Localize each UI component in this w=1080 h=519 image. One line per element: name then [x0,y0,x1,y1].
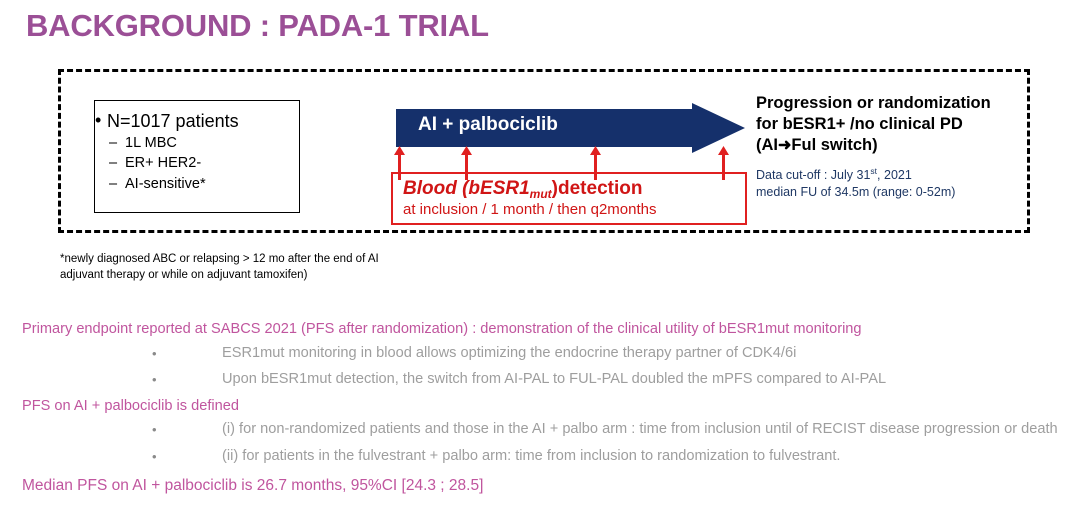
outcome-heading-line-1: Progression or randomization [756,94,991,112]
population-count: N=1017 patients [107,111,239,131]
population-main-bullet: • N=1017 patients [95,110,299,133]
median-followup-line: median FU of 34.5m (range: 0-52m) [756,184,956,199]
primary-endpoint-heading: Primary endpoint reported at SABCS 2021 … [22,321,862,337]
bullet-dot-icon: • [152,345,157,361]
dash-icon: – [109,155,118,172]
outcome-heading-line-3: (AI➜Ful switch) [756,135,1032,156]
blood-detection-title: Blood (bESR1mut)detection [403,178,745,201]
blood-detection-subscript: mut [529,187,552,201]
right-arrow-glyph-icon: ➜ [778,137,792,155]
switch-suffix: Ful switch) [791,136,878,155]
page-title: BACKGROUND : PADA-1 TRIAL [26,8,489,43]
data-cutoff-note: Data cut-off : July 31st, 2021 median FU… [756,166,1032,201]
sampling-tick-arrow-2 [461,146,472,180]
blood-detection-suffix: )detection [551,178,643,199]
sampling-tick-arrow-1 [394,146,405,180]
blood-detection-box: Blood (bESR1mut)detection at inclusion /… [391,172,747,225]
population-sub-label: 1L MBC [125,134,177,151]
dash-icon: – [109,134,118,151]
population-box: • N=1017 patients – 1L MBC – ER+ HER2- –… [94,100,300,213]
bullet-dot-icon: • [95,110,102,130]
sampling-tick-arrow-3 [590,146,601,180]
population-sub-item: – ER+ HER2- [95,153,299,174]
study-design-frame [58,69,1030,233]
list-item: • (i) for non-randomized patients and th… [22,422,1072,437]
right-arrow-icon [396,103,745,153]
switch-prefix: (AI [756,136,778,155]
dash-icon: – [109,175,118,192]
blood-detection-prefix: Blood (bESR1 [403,178,530,199]
data-cutoff-line: Data cut-off : July 31st, 2021 [756,166,1032,184]
bullet-dot-icon: • [152,448,157,464]
blood-detection-schedule: at inclusion / 1 month / then q2months [403,200,657,218]
sampling-tick-arrow-4 [718,146,729,180]
pfs-definition-heading: PFS on AI + palbociclib is defined [22,397,240,414]
treatment-arrow: AI + palbociclib [396,103,745,153]
data-cutoff-year: , 2021 [877,167,912,182]
list-item-label: (i) for non-randomized patients and thos… [222,421,1058,438]
list-item: • Upon bESR1mut detection, the switch fr… [22,372,1072,387]
bullet-dot-icon: • [152,372,157,388]
list-item: • ESR1mut monitoring in blood allows opt… [22,344,1072,361]
population-sub-label: ER+ HER2- [125,155,202,172]
footnote-line-2: adjuvant therapy or while on adjuvant ta… [60,268,308,281]
treatment-arrow-label: AI + palbociclib [418,114,558,135]
list-item-label: ESR1mut monitoring in blood allows optim… [222,344,797,361]
footnote-line-1: *newly diagnosed ABC or relapsing > 12 m… [60,253,379,265]
population-sub-label: AI-sensitive* [125,175,206,192]
endpoint-notes: Primary endpoint reported at SABCS 2021 … [22,322,1072,493]
list-item-label: (ii) for patients in the fulvestrant + p… [222,447,841,464]
population-sub-item: – 1L MBC [95,133,299,154]
list-item-label: Upon bESR1mut detection, the switch from… [222,371,887,388]
ordinal-suffix: st [870,165,878,176]
outcome-block: Progression or randomization for bESR1+ … [756,93,1032,201]
outcome-heading-line-2: for bESR1+ /no clinical PD [756,115,963,134]
median-pfs-statement: Median PFS on AI + palbociclib is 26.7 m… [22,476,484,494]
list-item: • (ii) for patients in the fulvestrant +… [22,449,1072,464]
data-cutoff-prefix: Data cut-off : July 31 [756,167,871,182]
bullet-dot-icon: • [152,422,157,438]
footnote: *newly diagnosed ABC or relapsing > 12 m… [60,252,379,284]
population-sub-item: – AI-sensitive* [95,174,299,195]
